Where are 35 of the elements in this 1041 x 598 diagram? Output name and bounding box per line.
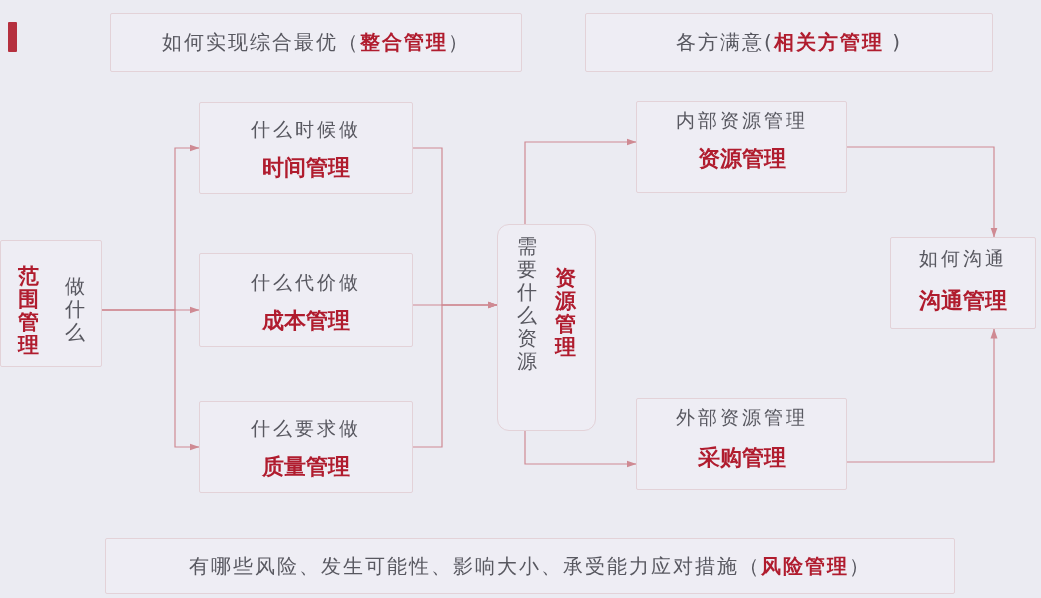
topic-text: 各方满意(相关方管理 ) — [676, 29, 902, 56]
process-box — [199, 102, 413, 194]
question-label: 如何沟通 — [919, 246, 1007, 271]
question-label: 做什么 — [64, 275, 85, 344]
process-name-label: 资源管理 — [697, 145, 786, 173]
process-box — [199, 401, 413, 493]
question-label: 什么时候做 — [251, 117, 361, 142]
process-name-label: 资源管理 — [555, 267, 576, 360]
topic-text: 如何实现综合最优（整合管理） — [162, 29, 470, 56]
process-box — [0, 240, 102, 367]
process-name-label: 时间管理 — [262, 154, 350, 182]
process-name-label: 范围管理 — [17, 265, 39, 358]
connector-arrow — [101, 309, 200, 451]
topic-banner — [110, 13, 522, 72]
process-name-label: 成本管理 — [262, 307, 350, 335]
topic-banner — [585, 13, 993, 72]
process-box — [199, 253, 413, 347]
process-name-label: 采购管理 — [697, 444, 786, 472]
question-label: 需要什么资源 — [517, 235, 537, 373]
process-box — [636, 398, 847, 490]
question-label: 外部资源管理 — [675, 405, 808, 430]
question-label: 内部资源管理 — [675, 108, 808, 133]
connector-arrow — [846, 328, 998, 463]
question-label: 什么代价做 — [251, 270, 361, 295]
question-label: 什么要求做 — [251, 416, 361, 441]
process-box — [636, 101, 847, 193]
process-box — [890, 237, 1036, 329]
connector-arrow — [524, 430, 637, 468]
connector-arrow — [524, 138, 637, 225]
process-name-label: 质量管理 — [262, 453, 350, 481]
connector-arrow — [846, 146, 998, 238]
process-name-label: 沟通管理 — [919, 287, 1007, 315]
rounded-process-box — [497, 224, 596, 431]
topic-text: 有哪些风险、发生可能性、影响大小、承受能力应对措施（风险管理） — [189, 552, 871, 580]
topic-banner — [105, 538, 955, 594]
